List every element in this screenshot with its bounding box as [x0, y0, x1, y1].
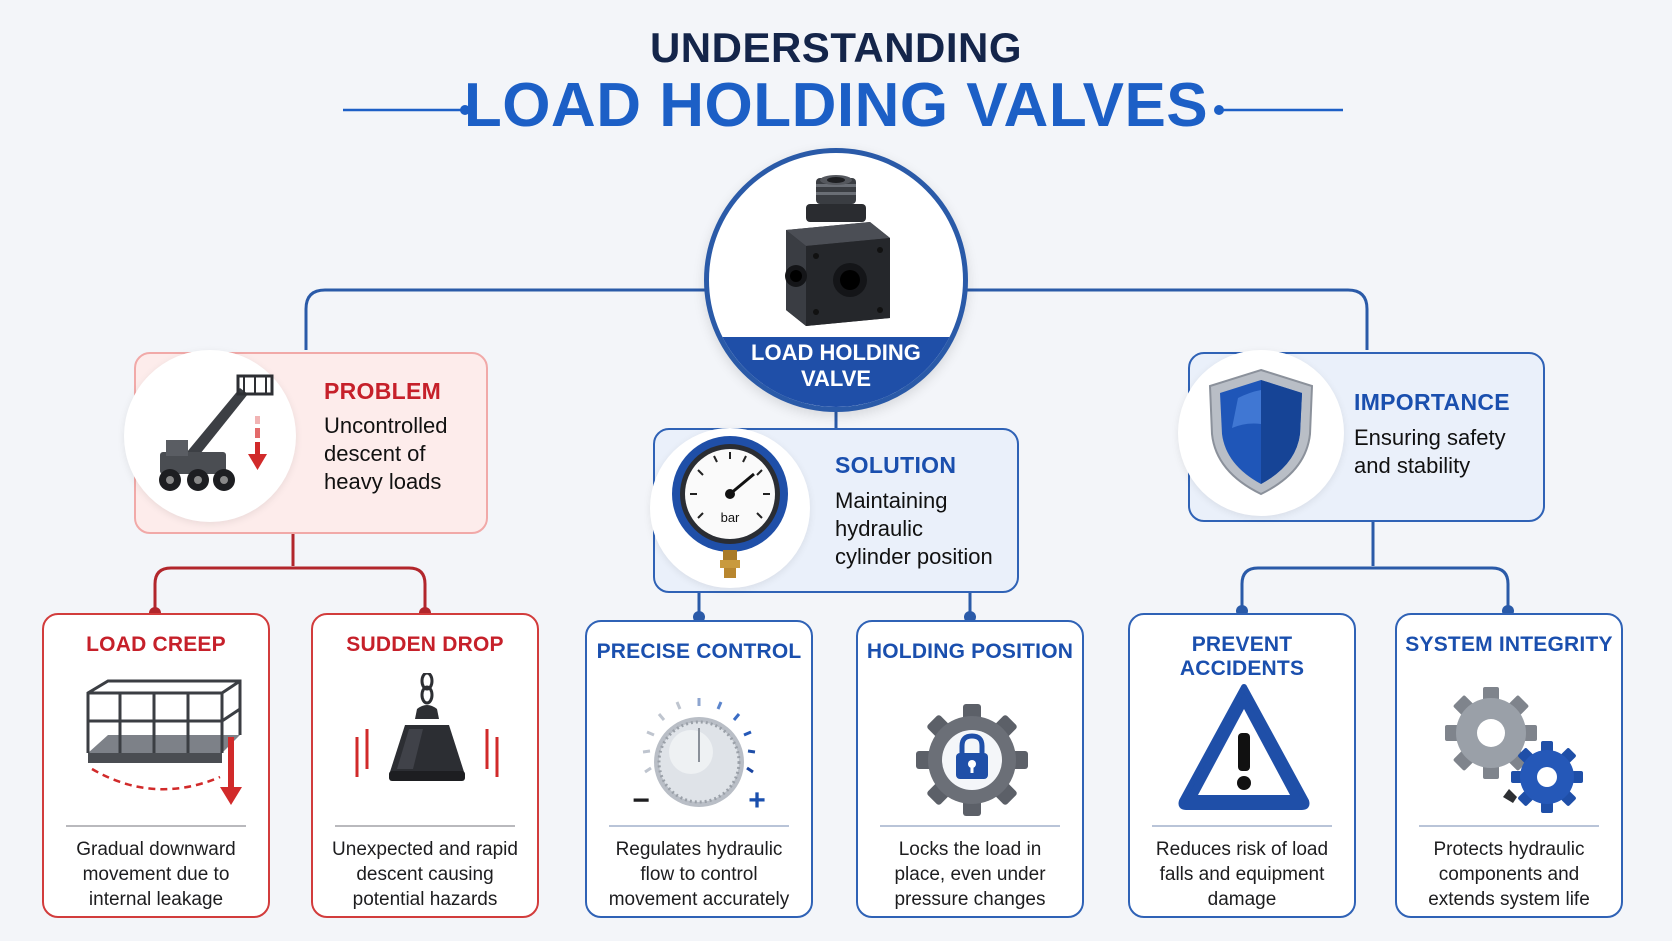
gauge-unit-label: bar [721, 510, 740, 525]
solution-line: hydraulic [835, 516, 924, 541]
telehandler-lift-icon [159, 374, 274, 491]
solution-line: cylinder position [835, 544, 993, 569]
card-title: HOLDING POSITION [866, 640, 1074, 663]
card-title: SYSTEM INTEGRITY [1405, 633, 1613, 656]
card-desc-line: internal leakage [88, 889, 224, 910]
card-title: PRECISE CONTROL [596, 640, 802, 663]
card-load-creep: LOAD CREEP Gradual downward movement d [42, 613, 270, 918]
hydraulic-valve-block-icon [785, 175, 890, 326]
card-desc-line: descent causing [356, 864, 494, 885]
knob-plus-label: + [748, 784, 766, 817]
pressure-gauge-icon: bar [672, 436, 788, 578]
card-desc-line: potential hazards [352, 889, 498, 910]
card-desc: Reduces risk of load falls and equipment… [1140, 837, 1344, 912]
platform-cage-icon [86, 679, 242, 805]
card-divider [66, 825, 246, 827]
importance-title: IMPORTANCE [1354, 389, 1510, 415]
control-knob-icon: − + [632, 698, 766, 817]
card-desc-line: falls and equipment [1159, 864, 1325, 885]
center-label: LOAD HOLDING VALVE [704, 340, 968, 392]
card-desc-line: extends system life [1428, 889, 1590, 910]
card-divider [335, 825, 515, 827]
gears-icon [1445, 687, 1583, 813]
card-divider [880, 825, 1060, 827]
card-desc-line: flow to control [640, 864, 758, 885]
card-desc: Gradual downward movement due to interna… [54, 837, 258, 912]
knob-minus-label: − [632, 784, 650, 817]
shield-icon [1208, 368, 1314, 496]
warning-triangle-icon [1178, 684, 1310, 810]
card-desc: Regulates hydraulic flow to control move… [597, 837, 801, 912]
importance-line: Ensuring safety [1354, 425, 1506, 450]
problem-title: PROBLEM [324, 378, 442, 404]
card-title: LOAD CREEP [86, 633, 226, 656]
card-desc-line: pressure changes [894, 889, 1046, 910]
importance-line: and stability [1354, 453, 1471, 478]
card-desc: Unexpected and rapid descent causing pot… [323, 837, 527, 912]
card-divider [1152, 825, 1332, 827]
card-divider [609, 825, 789, 827]
card-desc: Protects hydraulic components and extend… [1407, 837, 1611, 912]
solution-text: Maintaining hydraulic cylinder position [835, 487, 993, 571]
card-desc-line: Regulates hydraulic [615, 839, 783, 860]
center-label-line: VALVE [800, 366, 872, 391]
card-desc-line: components and [1438, 864, 1580, 885]
problem-line: heavy loads [324, 469, 442, 494]
card-title: PREVENT ACCIDENTS [1179, 633, 1305, 680]
hanging-weight-icon [355, 673, 499, 781]
center-label-band [709, 337, 963, 407]
problem-text: Uncontrolled descent of heavy loads [324, 412, 448, 496]
problem-line: Uncontrolled [324, 413, 448, 438]
solution-line: Maintaining [835, 488, 948, 513]
card-title: SUDDEN DROP [346, 633, 504, 656]
card-desc-line: movement due to [82, 864, 230, 885]
title-main: LOAD HOLDING VALVES [463, 71, 1209, 140]
card-desc-line: Protects hydraulic [1433, 839, 1585, 860]
card-desc-line: Locks the load in [898, 839, 1042, 860]
card-precise-control: PRECISE CONTROL − + [585, 620, 813, 918]
card-desc-line: Unexpected and rapid [332, 839, 518, 860]
card-sudden-drop: SUDDEN DROP Unexpected and rapid descent… [311, 613, 539, 918]
importance-text: Ensuring safety and stability [1354, 424, 1506, 480]
card-desc-line: Gradual downward [76, 839, 236, 860]
center-label-line: LOAD HOLDING [751, 340, 921, 365]
card-holding-position: HOLDING POSITION [856, 620, 1084, 918]
card-desc-line: damage [1207, 889, 1277, 910]
card-prevent-accidents: PREVENT ACCIDENTS Reduces risk of load f… [1128, 613, 1356, 918]
card-desc-line: Reduces risk of load [1155, 839, 1329, 860]
gear-lock-icon [916, 704, 1028, 816]
problem-line: descent of [324, 441, 426, 466]
title-top: UNDERSTANDING [649, 24, 1023, 71]
card-desc-line: movement accurately [608, 889, 790, 910]
card-divider [1419, 825, 1599, 827]
card-desc: Locks the load in place, even under pres… [868, 837, 1072, 912]
card-desc-line: place, even under [894, 864, 1046, 885]
solution-title: SOLUTION [835, 452, 957, 478]
card-system-integrity: SYSTEM INTEGRITY [1395, 613, 1623, 918]
